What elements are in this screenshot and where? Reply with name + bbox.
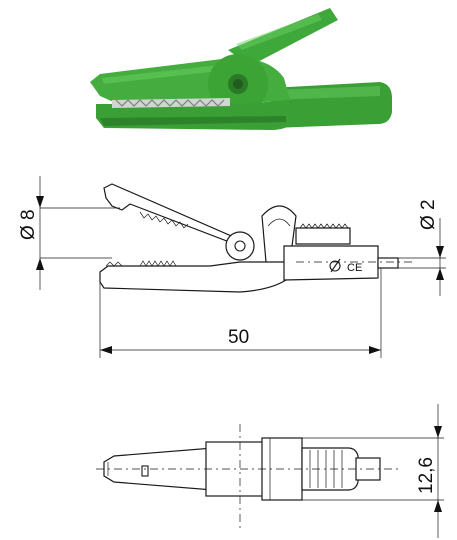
width-label: 12,6 <box>416 457 437 494</box>
dimension-width: 12,6 <box>300 404 444 538</box>
side-view: CE <box>99 183 412 293</box>
jaw-diameter-label: Ø 8 <box>18 209 39 240</box>
ce-mark: CE <box>347 262 362 274</box>
pin-diameter-label: Ø 2 <box>418 199 439 230</box>
dimension-length: 50 <box>99 268 382 358</box>
length-label: 50 <box>228 327 249 348</box>
product-photo <box>90 8 392 130</box>
dimension-pin-diameter: Ø 2 <box>384 199 446 296</box>
top-view <box>96 424 398 528</box>
dimension-jaw-diameter: Ø 8 <box>18 176 120 290</box>
